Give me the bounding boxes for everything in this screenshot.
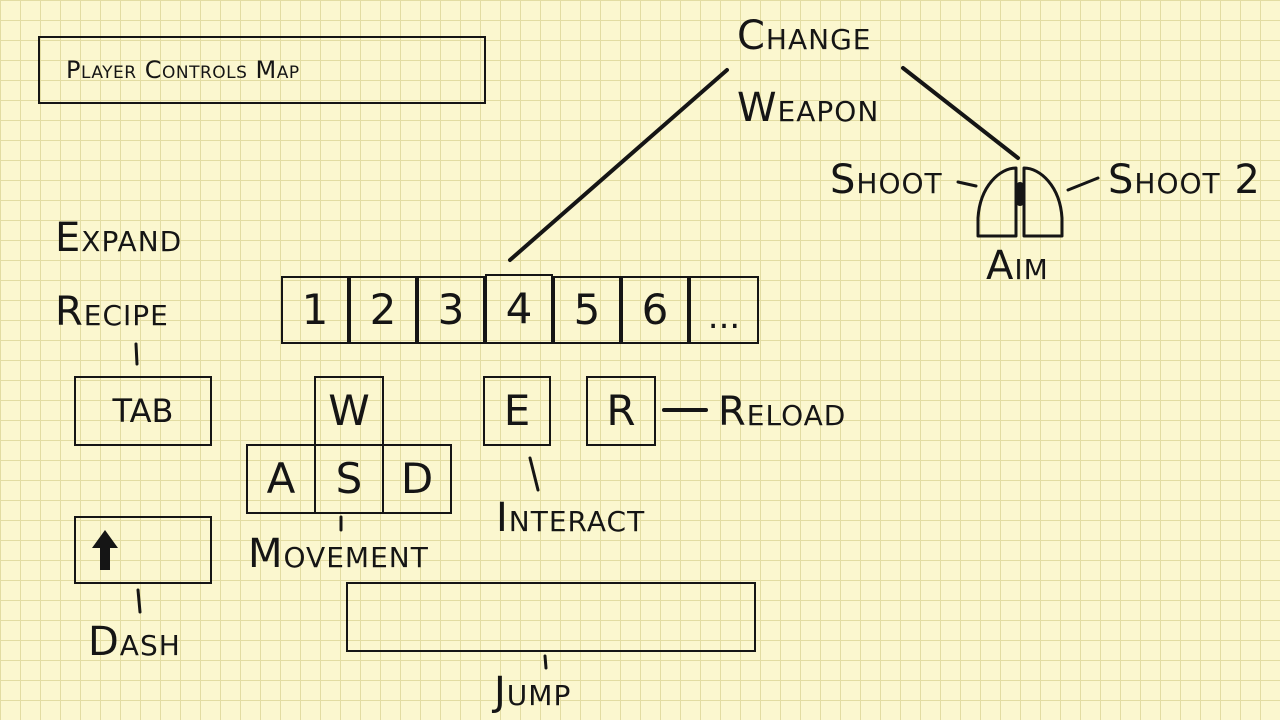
key-more[interactable]: ... <box>689 276 759 344</box>
key-1[interactable]: 1 <box>281 276 349 344</box>
label-dash: Dash <box>88 619 181 665</box>
label-movement: Movement <box>248 531 429 577</box>
arrow-up-icon <box>92 530 118 570</box>
key-4[interactable]: 4 <box>485 274 553 344</box>
key-e[interactable]: E <box>483 376 551 446</box>
key-tab[interactable]: TAB <box>74 376 212 446</box>
key-space[interactable] <box>346 582 756 652</box>
label-expand: Expand <box>55 215 183 261</box>
key-2[interactable]: 2 <box>349 276 417 344</box>
key-a[interactable]: A <box>246 444 316 514</box>
shoot2-connector <box>1066 176 1100 192</box>
page-title: Player Controls Map <box>66 56 300 84</box>
title-box: Player Controls Map <box>38 36 486 104</box>
key-r[interactable]: R <box>586 376 656 446</box>
change-weapon-connector <box>508 68 729 262</box>
label-reload: Reload <box>718 389 847 435</box>
label-aim: Aim <box>986 243 1049 289</box>
key-shift[interactable] <box>74 516 212 584</box>
mouse-icon <box>976 166 1064 238</box>
label-recipe: Recipe <box>55 289 169 335</box>
dash-connector <box>136 588 142 614</box>
label-change: Change <box>737 13 872 59</box>
number-key-row: 1 2 3 4 5 6 ... <box>281 274 759 344</box>
key-5[interactable]: 5 <box>553 276 621 344</box>
interact-connector <box>528 456 540 492</box>
key-d[interactable]: D <box>382 444 452 514</box>
key-s[interactable]: S <box>314 444 384 514</box>
scroll-wheel <box>1016 182 1024 206</box>
key-w[interactable]: W <box>314 376 384 446</box>
label-shoot: Shoot <box>830 157 943 203</box>
key-3[interactable]: 3 <box>417 276 485 344</box>
label-shoot-2: Shoot 2 <box>1108 157 1261 203</box>
aim-connector <box>901 66 1020 160</box>
jump-connector <box>543 654 548 670</box>
label-weapon: Weapon <box>737 85 880 131</box>
key-6[interactable]: 6 <box>621 276 689 344</box>
label-jump: Jump <box>494 669 572 715</box>
recipe-connector <box>134 342 139 366</box>
shoot-connector <box>956 180 978 188</box>
label-interact: Interact <box>496 495 646 541</box>
